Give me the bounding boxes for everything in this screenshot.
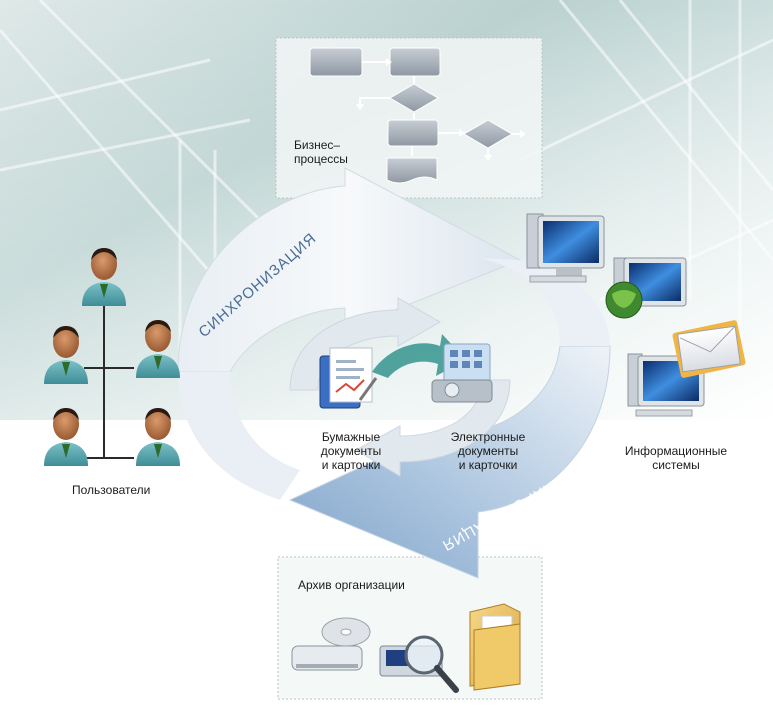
business-processes-label: Бизнес– процессы [294,138,348,166]
electronic-documents-label: Электронные документы и карточки [436,430,540,472]
flow-box-process [387,119,439,147]
electronic-docs-line1: Электронные [450,430,526,444]
archive-icons [291,603,521,693]
inner-ring [289,297,511,477]
computer-icon-2 [605,257,687,319]
user-icon [44,408,88,466]
folder-icon [469,603,521,691]
paper-docs-line3: и карточки [321,458,381,472]
sync-arrow-left-fill [178,372,300,500]
users-hierarchy [84,300,134,459]
flow-document-shape [386,157,438,184]
user-icon [82,248,126,306]
flow-box-step [389,47,441,77]
computer-email-icon [627,320,746,417]
computer-icon-1 [526,213,605,283]
paper-documents-label: Бумажные документы и карточки [302,430,400,472]
user-icon [44,326,88,384]
electronic-docs-line2: документы [457,444,519,458]
sync-arrow-right-fill [480,258,610,346]
business-processes-line2: процессы [294,152,348,166]
business-process-panel [275,37,543,199]
paper-docs-line1: Бумажные [321,430,381,444]
outer-sync-ring [177,167,611,579]
flow-box-start [309,47,363,77]
paper-docs-line2: документы [320,444,382,458]
archive-label: Архив организации [298,578,405,592]
info-systems-icons [526,213,746,417]
scanner-search-icon [379,635,459,693]
user-icon [136,320,180,378]
sync-arrow-bottom [288,345,611,579]
disk-drive-icon [291,617,371,671]
teal-transfer-arrow [372,334,466,378]
paper-documents-icon [319,347,378,409]
sync-arrow-top [177,167,522,373]
info-systems-label: Информационные системы [616,444,736,472]
users-label: Пользователи [72,483,151,497]
electronic-docs-line3: и карточки [458,458,518,472]
info-systems-line1: Информационные [624,444,728,458]
business-processes-line1: Бизнес– [294,138,341,152]
info-systems-line2: системы [652,458,700,472]
electronic-documents-icon [431,343,493,403]
flow-decision-1 [389,83,439,113]
user-icon [136,408,180,466]
